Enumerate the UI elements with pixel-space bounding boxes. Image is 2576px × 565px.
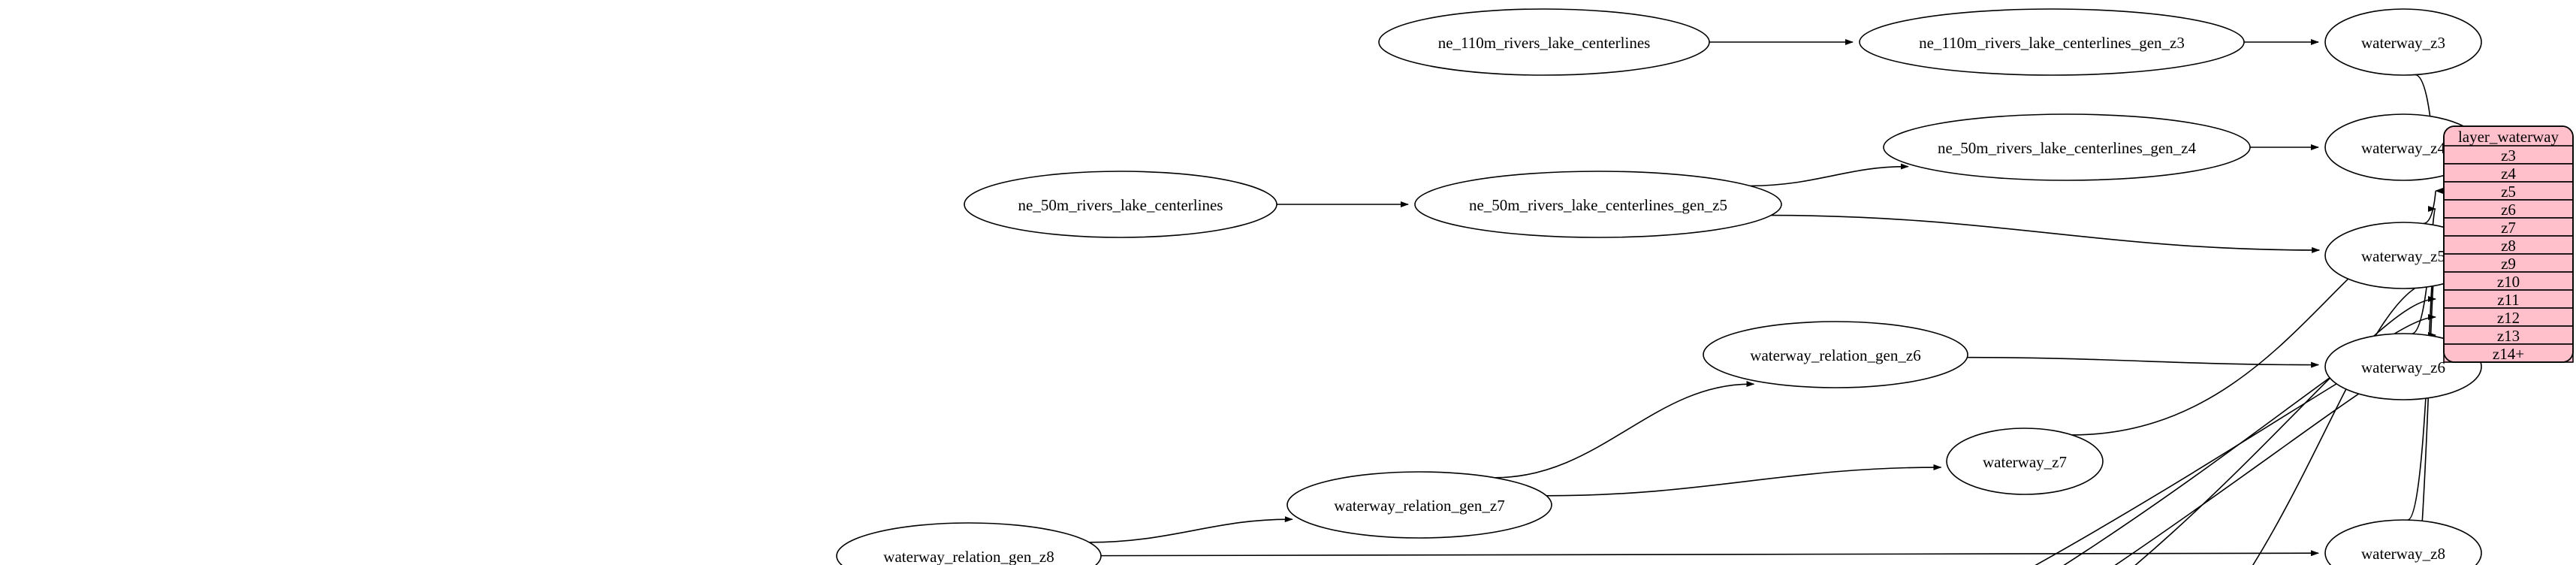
node-shape[interactable]: [1414, 171, 1782, 238]
graph-edge: [1750, 163, 1909, 187]
graph-node[interactable]: ne_110m_rivers_lake_centerlines_gen_z3: [1859, 8, 2245, 76]
legend-row-label: z14+: [2493, 345, 2524, 363]
legend-title: layer_waterway: [2458, 128, 2559, 146]
node-shape[interactable]: [1883, 113, 2251, 181]
legend-row-label: z11: [2497, 291, 2520, 309]
legend-outline: [2443, 125, 2574, 363]
graph-edge: [1771, 214, 2321, 253]
node-label: waterway_z5: [2361, 247, 2445, 265]
nodes-layer: imposm3osm_waterway_relationosm_waterway…: [836, 8, 2482, 565]
legend-row-label: z9: [2501, 255, 2516, 273]
graph-edge: [1967, 356, 2320, 368]
node-shape[interactable]: [1946, 428, 2104, 495]
graph-node[interactable]: waterway_z3: [2324, 8, 2482, 76]
node-shape[interactable]: [964, 171, 1277, 238]
node-label: ne_50m_rivers_lake_centerlines_gen_z5: [1469, 196, 1727, 214]
legend-row[interactable]: z10: [2443, 271, 2574, 291]
legend-row-label: z4: [2501, 165, 2516, 183]
node-label: waterway_z3: [2361, 34, 2445, 52]
legend-row[interactable]: z3: [2443, 145, 2574, 165]
graph-node[interactable]: waterway_relation_gen_z6: [1703, 321, 1968, 388]
legend-row[interactable]: z6: [2443, 199, 2574, 219]
node-label: ne_50m_rivers_lake_centerlines: [1018, 196, 1223, 214]
graph-node[interactable]: ne_50m_rivers_lake_centerlines_gen_z5: [1414, 171, 1782, 238]
legend-row-label: z3: [2501, 147, 2516, 165]
graph-edge: [2134, 296, 2436, 565]
graph-edge: [1100, 550, 2319, 557]
legend-row[interactable]: z14+: [2443, 343, 2574, 363]
node-label: ne_110m_rivers_lake_centerlines: [1438, 34, 1651, 52]
graph-node[interactable]: waterway_relation_gen_z8: [836, 522, 1102, 565]
legend-row[interactable]: z11: [2443, 289, 2574, 309]
legend-row-label: z10: [2497, 273, 2520, 291]
node-shape[interactable]: [2324, 333, 2482, 400]
legend-row[interactable]: z5: [2443, 181, 2574, 201]
legend-row[interactable]: z4: [2443, 163, 2574, 183]
node-shape[interactable]: [1859, 8, 2245, 76]
graph-edge: [1546, 464, 1942, 497]
node-shape[interactable]: [836, 522, 1102, 565]
node-label: ne_110m_rivers_lake_centerlines_gen_z3: [1919, 34, 2185, 52]
node-shape[interactable]: [1378, 8, 1710, 76]
node-shape[interactable]: [1703, 321, 1968, 388]
graph-node[interactable]: waterway_z7: [1946, 428, 2104, 495]
node-shape[interactable]: [2324, 8, 2482, 76]
legend-row-cell[interactable]: [2443, 343, 2574, 363]
node-label: waterway_relation_gen_z6: [1750, 346, 1920, 364]
node-shape[interactable]: [1286, 471, 1552, 539]
graph-edge: [2114, 350, 2436, 565]
node-label: waterway_z8: [2361, 545, 2445, 563]
legend-row-label: z13: [2497, 327, 2520, 345]
graph-node[interactable]: waterway_z8: [2324, 519, 2482, 565]
graph-node[interactable]: waterway_z6: [2324, 333, 2482, 400]
legend-row-cell[interactable]: [2443, 271, 2574, 291]
graph-edge: [1495, 381, 1755, 479]
graph-node[interactable]: ne_50m_rivers_lake_centerlines: [964, 171, 1277, 238]
node-label: ne_50m_rivers_lake_centerlines_gen_z4: [1938, 139, 2197, 157]
node-shape[interactable]: [2324, 519, 2482, 565]
legend-row[interactable]: z13: [2443, 325, 2574, 345]
legend-row-cell[interactable]: [2443, 325, 2574, 345]
graph-node[interactable]: waterway_z5: [2324, 222, 2482, 289]
graph-edge: [2252, 278, 2436, 565]
legend-row-label: z6: [2501, 201, 2516, 219]
legend-table: layer_waterwayz3z4z5z6z7z8z9z10z11z12z13…: [2443, 125, 2574, 363]
graph-node[interactable]: waterway_relation_gen_z7: [1286, 471, 1552, 539]
node-label: waterway_relation_gen_z7: [1334, 497, 1504, 515]
node-label: waterway_z7: [1983, 453, 2067, 471]
legend-row-label: z12: [2497, 309, 2520, 327]
node-label: waterway_z4: [2361, 139, 2445, 157]
legend-row-label: z8: [2501, 237, 2516, 255]
legend-row[interactable]: z8: [2443, 235, 2574, 255]
legend-row[interactable]: z12: [2443, 307, 2574, 327]
graph-node[interactable]: ne_110m_rivers_lake_centerlines: [1378, 8, 1710, 76]
graph-node[interactable]: ne_50m_rivers_lake_centerlines_gen_z4: [1883, 113, 2251, 181]
node-label: waterway_relation_gen_z8: [883, 548, 1054, 565]
legend-row-label: z7: [2501, 219, 2516, 237]
graph-node[interactable]: waterway_z4: [2324, 113, 2482, 181]
legend-row[interactable]: z9: [2443, 253, 2574, 273]
legend-row-cell[interactable]: [2443, 181, 2574, 201]
node-label: waterway_z6: [2361, 358, 2445, 376]
graph-edge: [1089, 516, 1293, 543]
legend-row-label: z5: [2501, 183, 2516, 201]
legend-row-cell[interactable]: [2443, 163, 2574, 183]
legend-row[interactable]: z7: [2443, 217, 2574, 237]
